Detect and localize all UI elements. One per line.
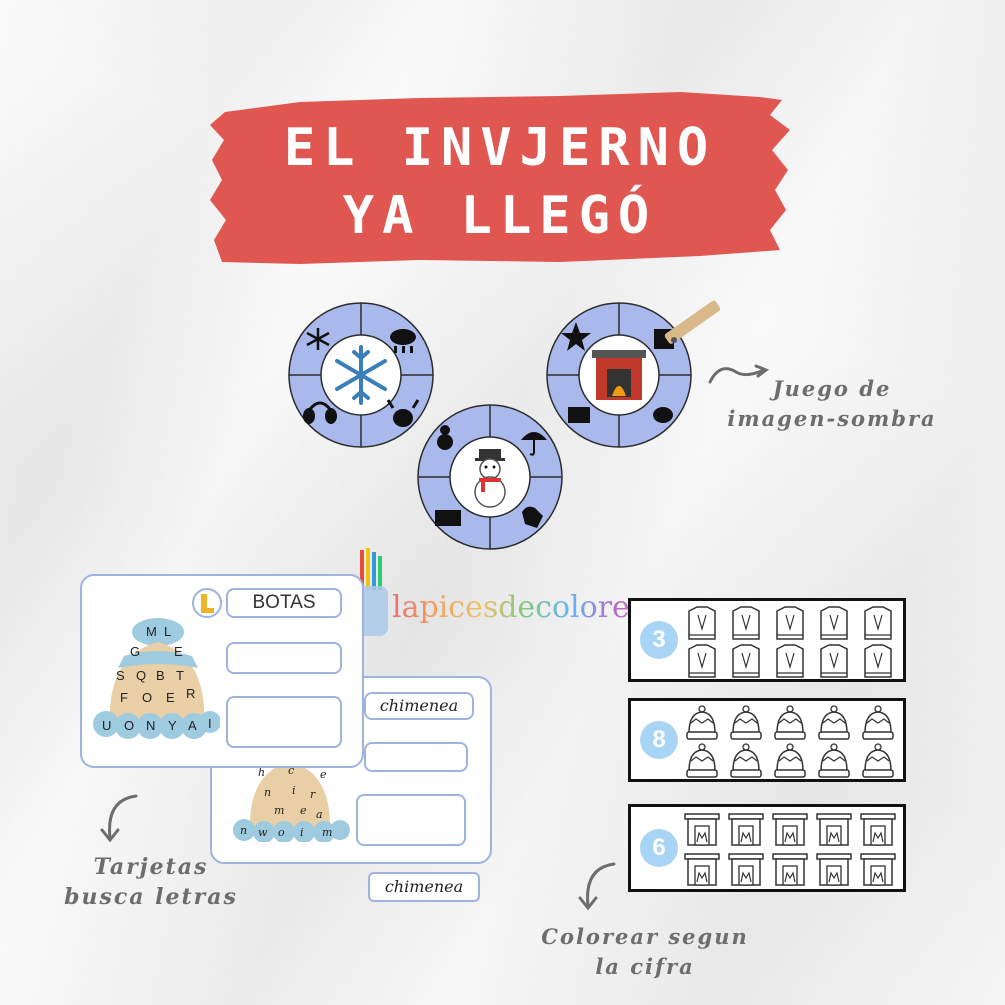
svg-text:i: i [300,826,304,839]
fireplace-grid [684,813,896,886]
svg-text:S: S [116,668,125,683]
umbrella-icon [521,432,547,456]
svg-text:m: m [274,804,284,817]
count-strip-beanies: 8 [628,698,906,782]
svg-text:n: n [264,786,271,799]
wheel-snowflake [288,302,434,448]
loose-word-card: chimenea [368,872,480,902]
answer-box [356,794,466,846]
svg-text:e: e [300,804,307,817]
snowman-icon [437,425,453,450]
wheel-snowman [417,404,563,550]
label-line: imagen-sombra [727,406,937,431]
svg-text:M: M [146,624,157,639]
cloud-rain-icon [390,329,416,353]
answer-box [226,696,342,748]
svg-text:G: G [130,644,140,659]
beanie-grid [686,705,894,778]
svg-text:h: h [258,766,265,779]
count-number: 8 [640,721,678,759]
label-shadow-game: Juego de imagen-sombra [722,374,942,434]
clothespin-icon [664,300,721,344]
arrow-icon [578,862,616,911]
reindeer-icon [386,399,420,427]
label-line: Tarjetas [93,854,209,880]
snowman-icon [474,449,506,508]
sweater-grid [688,606,892,678]
svg-text:Y: Y [168,718,177,733]
answer-box [226,642,342,674]
answer-box [364,742,468,772]
svg-text:i: i [292,784,296,797]
svg-text:a: a [316,808,323,821]
word-box: chimenea [364,692,474,720]
mitten-icon [522,506,543,528]
label-line: Juego de [772,376,892,401]
brand-logo: lapicesdecoloress [392,590,661,625]
label-coloring: Colorear segun la cifra [530,922,760,982]
star-icon [561,322,591,351]
svg-text:T: T [176,668,184,683]
snowflake-icon [306,328,330,350]
count-number: 3 [640,621,678,659]
svg-text:F: F [120,690,128,705]
count-strip-sweaters: 3 [628,598,906,682]
title-line-2: YA LLEGÓ [342,186,658,246]
wheel-fireplace [546,302,692,448]
title-line-1: EL INVJERNO [283,118,717,178]
svg-text:e: e [320,768,327,781]
count-number: 6 [640,829,678,867]
svg-text:m: m [322,826,332,839]
svg-text:E: E [166,690,175,705]
svg-text:E: E [174,644,183,659]
fireplace-icon [592,350,646,400]
svg-text:n: n [240,824,247,837]
svg-text:B: B [156,668,165,683]
svg-text:N: N [146,718,155,733]
svg-text:I: I [208,716,212,731]
snowflake-icon [335,345,387,405]
brand-name: lapicesdecoloress [392,590,661,625]
arrow-icon [100,794,138,843]
label-line: la cifra [595,954,695,979]
svg-text:Q: Q [136,668,146,683]
svg-text:R: R [186,686,195,701]
count-strip-fireplaces: 6 [628,804,906,892]
svg-text:A: A [188,718,197,733]
arrow-icon [708,364,770,384]
leaf-icon [653,407,673,423]
radiator-icon [435,510,461,526]
svg-text:o: o [278,826,285,839]
svg-text:r: r [310,788,316,801]
word-box: BOTAS [226,588,342,618]
svg-text:L: L [164,624,171,639]
label-letter-cards: Tarjetas busca letras [56,852,246,912]
svg-text:O: O [142,690,152,705]
boots-icon [192,588,222,618]
label-line: busca letras [64,884,238,910]
label-line: Colorear segun [541,924,749,949]
svg-text:U: U [102,718,111,733]
svg-text:w: w [258,826,268,839]
earmuffs-icon [303,401,337,424]
radiator-icon [568,407,590,423]
svg-text:c: c [288,764,294,777]
svg-text:O: O [124,718,134,733]
